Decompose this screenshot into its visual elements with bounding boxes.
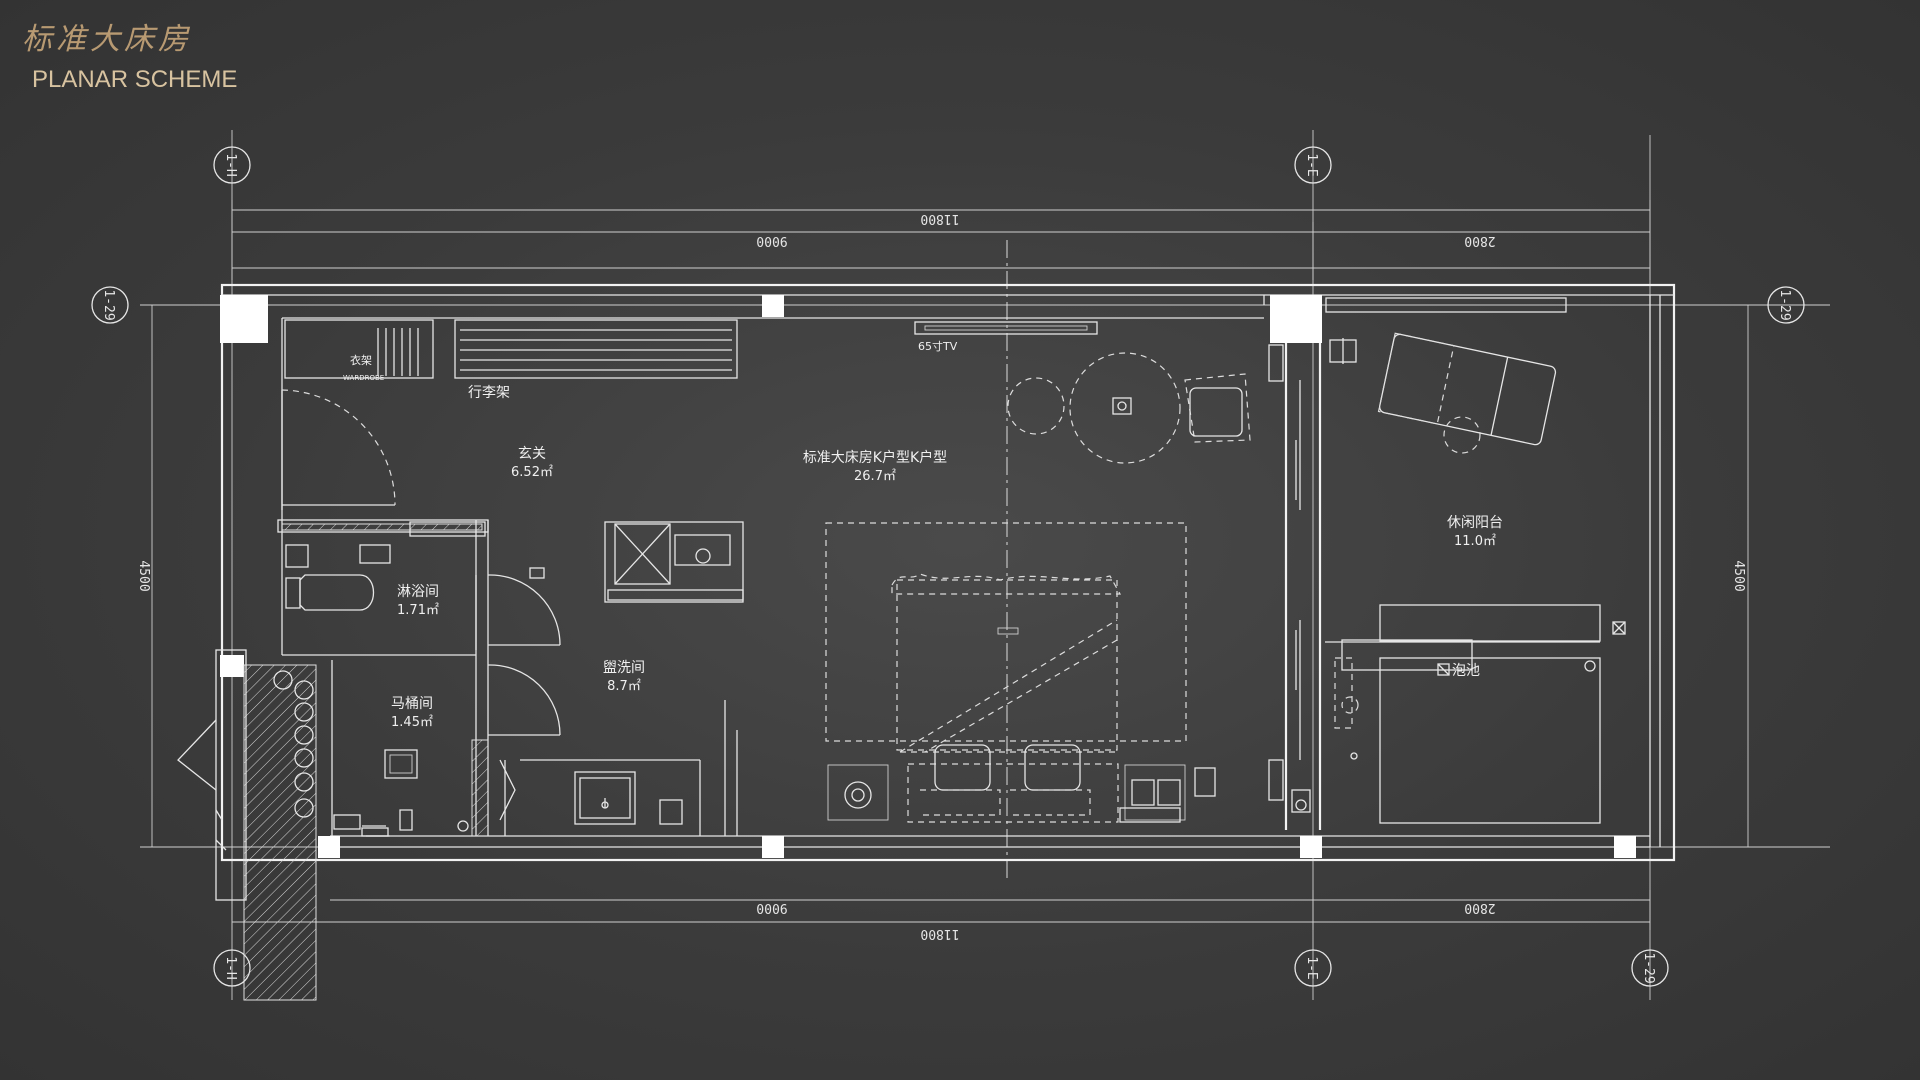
bathroom-walls: [277, 519, 561, 837]
tv-label: 65寸TV: [918, 339, 958, 353]
room-shower-area: 1.71㎡: [397, 603, 439, 618]
room-toilet-area: 1.45㎡: [391, 715, 433, 730]
room-washroom-area: 8.7㎡: [607, 679, 641, 694]
dim-left-bottom: 9000: [756, 900, 787, 915]
wardrobe-label-en: WARDROBE: [343, 374, 384, 382]
room-balcony-name: 休闲阳台: [1447, 515, 1503, 531]
room-main-name: 标准大床房K户型K户型: [803, 449, 947, 466]
room-label-shower: 淋浴间 1.71㎡: [397, 584, 439, 618]
room-label-foyer: 玄关 6.52㎡: [511, 445, 553, 480]
balcony-fixtures: 泡池: [1325, 297, 1626, 824]
dimension-right: 4500: [1731, 304, 1760, 848]
nightstand-left: [827, 764, 889, 821]
axis-label: 1-29: [101, 289, 116, 320]
exterior-walls: [220, 283, 1676, 862]
room-foyer-area: 6.52㎡: [511, 465, 553, 480]
axis-bubble-left-side: 1-29: [91, 286, 129, 324]
bed: [825, 522, 1187, 753]
dimension-left: 4500: [136, 304, 165, 848]
room-foyer-name: 玄关: [518, 445, 546, 462]
room-washroom-name: 盥洗间: [603, 660, 645, 676]
tv-console: 65寸TV: [914, 321, 1098, 353]
axis-bubble-left-top: 1-H: [213, 146, 251, 184]
dimension-bottom: 9000 2800 11800: [231, 890, 1651, 941]
structural-columns: [220, 295, 1636, 858]
axis-bubble-mid-bottom: 1-E: [1294, 949, 1332, 987]
lounge-seating: [1007, 352, 1251, 464]
dim-depth-left: 4500: [136, 560, 151, 591]
wardrobe: 衣架 WARDROBE: [284, 319, 434, 382]
sheet-title-en: PLANAR SCHEME: [32, 66, 238, 93]
dim-total-top: 11800: [920, 211, 959, 226]
room-label-main: 标准大床房K户型K户型 26.7㎡: [803, 449, 947, 484]
dim-total-bottom: 11800: [920, 926, 959, 941]
entrance-door: [281, 389, 396, 510]
room-label-toilet: 马桶间 1.45㎡: [391, 696, 433, 730]
axis-label: 1-H: [223, 153, 238, 176]
axis-bubble-right-side: 1-29: [1767, 286, 1805, 324]
dimension-top: 11800 9000 2800: [231, 200, 1651, 280]
sheet-title-block: 标准大床房 PLANAR SCHEME: [22, 14, 237, 94]
wardrobe-label-cn: 衣架: [350, 353, 372, 367]
room-label-washroom: 盥洗间 8.7㎡: [603, 660, 645, 694]
bath-label: 泡池: [1452, 663, 1480, 679]
washroom-fixtures: [499, 521, 744, 836]
luggage-rack: 行李架: [454, 319, 738, 401]
luggage-rack-label: 行李架: [468, 385, 510, 401]
axis-bubble-mid-top: 1-E: [1294, 146, 1332, 184]
dim-right-bottom: 2800: [1464, 900, 1495, 915]
room-balcony-area: 11.0㎡: [1454, 534, 1496, 549]
room-label-balcony: 休闲阳台 11.0㎡: [1447, 515, 1503, 549]
nightstand-right: [1119, 764, 1216, 823]
corridor-wall-hatch: [177, 649, 317, 1001]
dim-left-top: 9000: [756, 233, 787, 248]
bench-and-chairs: [907, 744, 1119, 823]
axis-label: 1-H: [223, 956, 238, 979]
axis-grid: [150, 130, 1830, 1000]
axis-bubble-right-bottom: 1-29: [1631, 949, 1669, 987]
room-toilet-name: 马桶间: [391, 696, 433, 712]
axis-label: 1-29: [1777, 289, 1792, 320]
dim-depth-right: 4500: [1731, 560, 1746, 591]
axis-label: 1-29: [1641, 952, 1656, 983]
balcony-sliding-doors: [1268, 344, 1311, 813]
dim-right-top: 2800: [1464, 233, 1495, 248]
room-shower-name: 淋浴间: [397, 584, 439, 600]
room-main-area: 26.7㎡: [854, 469, 896, 484]
axis-label: 1-E: [1304, 956, 1319, 979]
sheet-title-cn: 标准大床房: [22, 22, 192, 57]
axis-label: 1-E: [1304, 153, 1319, 176]
